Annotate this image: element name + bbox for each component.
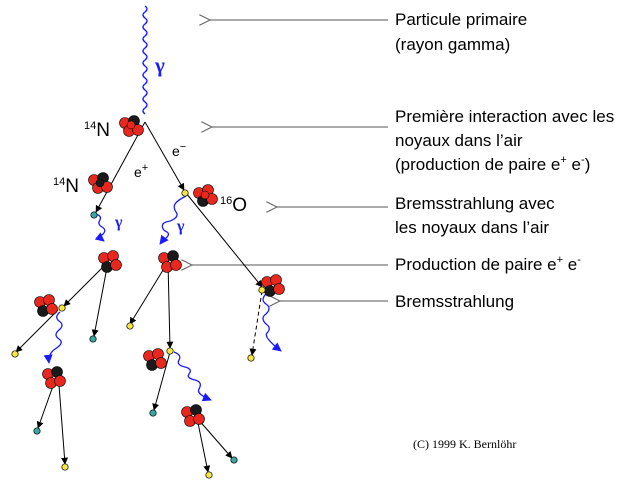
label-n14-first: 14N <box>84 120 110 141</box>
primary-gamma-photon <box>142 5 148 115</box>
electron-2 <box>258 286 266 294</box>
electron-5 <box>166 347 174 355</box>
charged-tracks <box>15 121 263 473</box>
label-gamma-primary: γ <box>154 53 165 77</box>
pointer-arrows <box>192 20 388 301</box>
nucleus-pair-middle <box>158 250 182 273</box>
track-f-2 <box>196 417 233 459</box>
track-a-1 <box>63 261 109 307</box>
annotation-brems-line1: Bremsstrahlung avec <box>395 194 555 213</box>
positron-4 <box>149 409 157 417</box>
annotation-first-line3: (production de paire e+ e-) <box>395 154 590 174</box>
annotation-pair-production: Production de paire e+ e- <box>395 254 581 274</box>
copyright-credit: (C) 1999 K. Bernlöhr <box>413 437 516 451</box>
label-positron: e+ <box>134 162 148 180</box>
gamma-from-positron <box>94 213 106 242</box>
track-b-2 <box>166 261 174 349</box>
electron-4 <box>126 322 134 330</box>
label-gamma-left: γ <box>114 214 123 231</box>
electron-7 <box>247 354 255 362</box>
nucleus-lower-left-2 <box>42 366 66 389</box>
nucleus-bremsstrahlung-right <box>261 274 285 297</box>
gamma-from-electron <box>159 195 187 245</box>
track-d-2 <box>57 371 69 465</box>
label-gamma-right: γ <box>176 218 185 235</box>
electron-8 <box>61 463 69 471</box>
positron-3 <box>33 427 41 435</box>
track-c-1 <box>15 309 59 353</box>
nucleus-first-interaction <box>119 115 144 137</box>
nucleus-o16 <box>193 184 218 207</box>
nucleus-lower-left-1 <box>34 294 58 317</box>
electron-3 <box>58 304 66 312</box>
track-electron-2 <box>185 192 263 288</box>
gamma-middle-chain <box>173 351 212 402</box>
positron-1 <box>90 211 98 219</box>
annotation-bremsstrahlung: Bremsstrahlung <box>395 292 514 311</box>
label-o16: 16O <box>220 195 247 216</box>
annotation-brems-line2: les noyaux dans l’air <box>395 218 549 237</box>
nucleus-lower-middle-1 <box>143 348 167 371</box>
track-dashed-secondary <box>249 290 263 356</box>
electron-6 <box>11 350 19 358</box>
annotation-first-line2: noyaux dans l’air <box>395 131 523 150</box>
positron-2 <box>89 335 97 343</box>
annotation-primary-line1: Particule primaire <box>395 10 527 29</box>
nucleus-lower-middle-2 <box>181 404 205 427</box>
annotation-first-line1: Première interaction avec les <box>395 107 614 126</box>
label-electron: e− <box>172 141 186 159</box>
electron-9 <box>205 471 213 479</box>
annotation-primary-line2: (rayon gamma) <box>395 35 510 54</box>
gamma-bremsstrahlung-right <box>262 293 282 352</box>
gamma-left-chain <box>43 311 63 364</box>
track-positron-1 <box>95 121 146 213</box>
positron-5 <box>230 456 238 464</box>
track-f-1 <box>196 417 211 473</box>
track-a-2 <box>91 261 109 337</box>
label-n14-second: 14N <box>53 176 79 197</box>
positrons <box>33 211 238 464</box>
secondary-gammas <box>43 195 282 402</box>
nucleus-n14-second <box>88 172 113 194</box>
track-e-1 <box>152 351 171 411</box>
electrons <box>11 189 266 479</box>
track-electron-1 <box>144 121 185 191</box>
track-b-1 <box>129 261 169 325</box>
electron-1 <box>181 189 189 197</box>
nucleus-pair-left <box>98 250 122 273</box>
